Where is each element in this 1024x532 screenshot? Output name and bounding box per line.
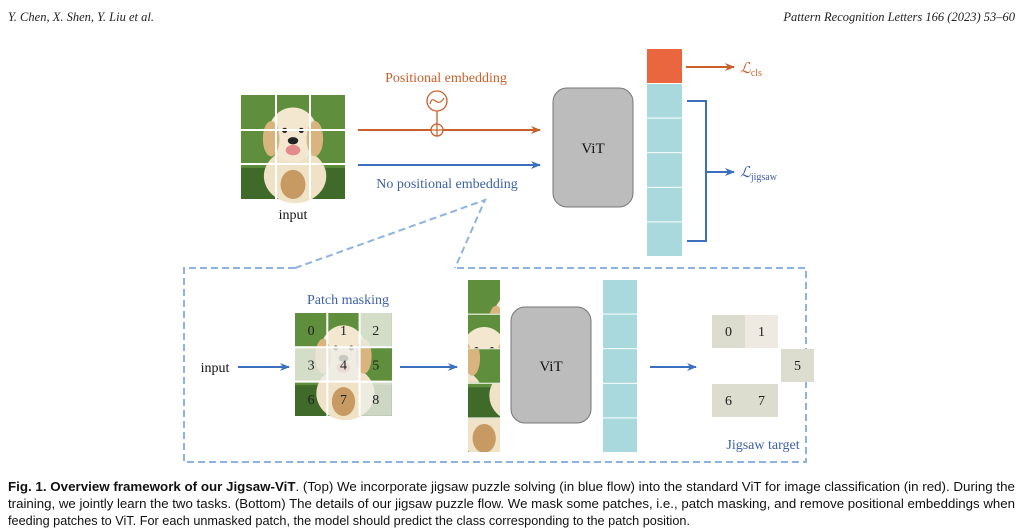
masked-patch	[359, 381, 392, 416]
patch-number: 1	[340, 324, 347, 339]
top-vit-block	[552, 87, 634, 208]
patch-token	[647, 222, 682, 256]
target-patch	[745, 315, 778, 348]
caption-label: Fig. 1.	[8, 480, 47, 494]
patch-number: 7	[340, 393, 347, 408]
patch-number: 2	[372, 324, 379, 339]
caption-line-3: feeding patches to ViT. For each unmaske…	[8, 514, 690, 528]
cls-token	[647, 49, 682, 83]
target-number: 6	[725, 394, 732, 409]
patch-token	[647, 84, 682, 118]
patch-number: 3	[308, 358, 315, 373]
target-number: 7	[758, 394, 765, 409]
add-operator-icon	[430, 123, 444, 137]
bottom-input-label: input	[201, 361, 230, 376]
masked-patch	[327, 347, 360, 382]
jigsaw-bracket	[687, 100, 707, 242]
positional-embedding-icon	[426, 90, 448, 124]
masked-patch	[295, 347, 328, 382]
patch-token	[603, 349, 637, 383]
patch-token	[603, 383, 637, 418]
bottom-patch-tokens	[603, 280, 637, 452]
target-patch	[781, 349, 814, 382]
jigsaw-target-grid: 0 1 5 6 7	[712, 315, 814, 417]
patch-number: 8	[372, 393, 379, 408]
top-vit-label: ViT	[581, 141, 604, 157]
bottom-vit-label: ViT	[539, 359, 562, 375]
patch-token	[603, 314, 637, 349]
target-number: 0	[725, 325, 732, 340]
positional-embedding-label: Positional embedding	[385, 71, 507, 86]
patch-token	[603, 280, 637, 314]
running-header-journal: Pattern Recognition Letters 166 (2023) 5…	[782, 10, 1015, 24]
jigsaw-detail-box	[183, 198, 807, 463]
target-patch	[745, 384, 778, 417]
loss-jigsaw: ℒjigsaw	[740, 165, 778, 183]
target-patch	[712, 384, 745, 417]
patch-number: 5	[372, 358, 379, 373]
target-number: 5	[794, 359, 801, 374]
patch-number: 0	[308, 324, 315, 339]
patch-number: 6	[308, 393, 315, 408]
patch-token	[647, 153, 682, 187]
caption-title: Overview framework of our Jigsaw-ViT	[50, 480, 296, 494]
caption-line-1-text: . (Top) We incorporate jigsaw puzzle sol…	[296, 480, 1016, 494]
patch-masking-label: Patch masking	[307, 293, 389, 308]
patch-token	[603, 418, 637, 452]
jigsaw-target-label: Jigsaw target	[726, 438, 799, 453]
patch-token	[647, 187, 682, 222]
no-positional-embedding-label: No positional embedding	[376, 177, 518, 192]
masked-patch	[359, 313, 392, 348]
top-input-image	[241, 95, 345, 204]
patch-masking-grid: 0 1 2 3 4 5 6 7 8	[295, 313, 392, 421]
top-patch-tokens	[647, 84, 682, 256]
running-header-authors: Y. Chen, X. Shen, Y. Liu et al.	[8, 10, 154, 24]
loss-cls: ℒcls	[740, 61, 762, 79]
patch-token	[647, 118, 682, 153]
bottom-vit-block	[510, 306, 592, 424]
target-number: 1	[758, 325, 765, 340]
caption-line-2: training, we jointly learn the two tasks…	[8, 497, 1015, 511]
patch-number: 4	[340, 358, 347, 373]
top-input-label: input	[279, 208, 308, 223]
caption-line-1: Fig. 1. Overview framework of our Jigsaw…	[8, 480, 1015, 494]
target-patch	[712, 315, 745, 348]
